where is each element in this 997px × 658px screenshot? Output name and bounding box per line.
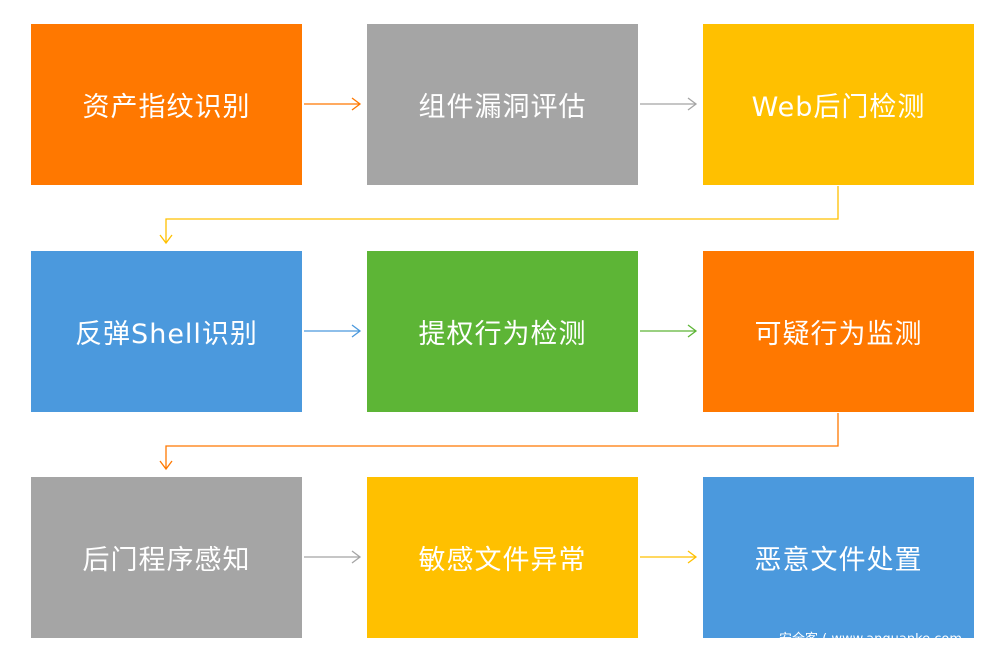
step-reverse-shell-identification: 反弹Shell识别: [31, 251, 302, 412]
watermark-text: 安全客 ( www.anquanke.com: [779, 632, 963, 647]
arrow-right-step5-to-step6: [640, 324, 698, 338]
arrow-right-step1-to-step2: [304, 97, 362, 111]
step-label: 恶意文件处置: [754, 545, 923, 576]
step-backdoor-program-perception: 后门程序感知: [31, 477, 302, 638]
step-suspicious-behavior-monitoring: 可疑行为监测: [703, 251, 974, 412]
arrow-right-step8-to-step9: [640, 550, 698, 564]
arrow-right-step7-to-step8: [304, 550, 362, 564]
connector-wrap-step3-to-step4: [159, 186, 839, 245]
step-label: Web后门检测: [751, 92, 926, 123]
step-asset-fingerprint: 资产指纹识别: [31, 24, 302, 185]
step-label: 敏感文件异常: [418, 545, 587, 576]
arrow-right-step2-to-step3: [640, 97, 698, 111]
step-sensitive-file-anomaly: 敏感文件异常: [367, 477, 638, 638]
step-component-vuln-assessment: 组件漏洞评估: [367, 24, 638, 185]
step-privilege-escalation-detection: 提权行为检测: [367, 251, 638, 412]
step-label: 组件漏洞评估: [418, 92, 587, 123]
step-label: 提权行为检测: [418, 319, 587, 350]
step-label: 后门程序感知: [82, 545, 251, 576]
connector-wrap-step6-to-step7: [159, 413, 839, 471]
arrow-right-step4-to-step5: [304, 324, 362, 338]
step-malicious-file-disposal: 恶意文件处置: [703, 477, 974, 638]
step-label: 可疑行为监测: [754, 319, 923, 350]
step-label: 资产指纹识别: [82, 92, 251, 123]
step-label: 反弹Shell识别: [75, 319, 258, 350]
step-web-backdoor-detection: Web后门检测: [703, 24, 974, 185]
